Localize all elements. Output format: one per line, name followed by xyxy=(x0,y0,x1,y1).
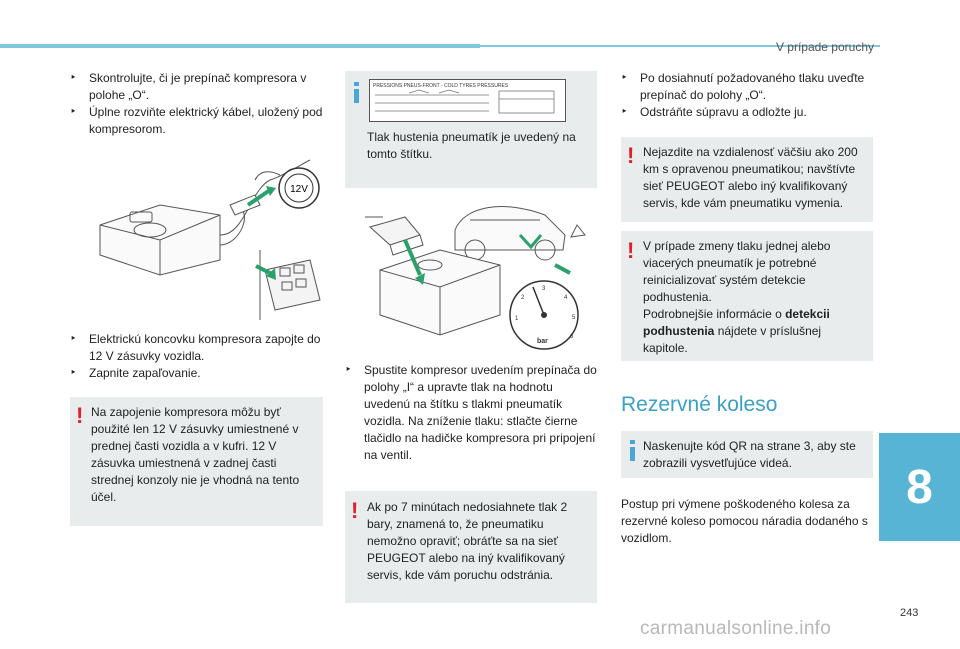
warning-box: ! Nejazdite na vzdialenosť väčšiu ako 20… xyxy=(621,137,873,222)
header-accent-bar xyxy=(0,44,480,48)
info-icon xyxy=(354,82,359,103)
body-paragraph: Postup pri výmene poškodeného kolesa za … xyxy=(621,497,868,545)
instruction-item: Spustite kompresor uvedením prepínača do… xyxy=(345,362,597,464)
section-title: V prípade poruchy xyxy=(775,40,874,54)
warning-text: Nejazdite na vzdialenosť väčšiu ako 200 … xyxy=(643,145,858,210)
instruction-item: Elektrickú koncovku kompresora zapojte d… xyxy=(70,331,325,365)
instruction-item: Úplne rozviňte elektrický kábel, uložený… xyxy=(70,104,325,138)
warning-text: Na zapojenie kompresora môžu byť použité… xyxy=(91,405,300,504)
watermark: carmanualsonline.info xyxy=(640,618,832,639)
svg-text:3: 3 xyxy=(542,286,546,292)
gauge-unit: bar xyxy=(537,338,548,345)
reference-topic: detekcii podhustenia xyxy=(643,307,830,338)
section-heading: Rezervné koleso xyxy=(621,393,778,416)
instruction-item: Odstráňte súpravu a odložte ju. xyxy=(621,104,873,121)
svg-text:6: 6 xyxy=(570,334,574,340)
instruction-item: Zapnite zapaľovanie. xyxy=(70,365,325,382)
svg-text:4: 4 xyxy=(564,295,568,301)
instruction-list-mid: Elektrickú koncovku kompresora zapojte d… xyxy=(70,331,325,382)
info-icon xyxy=(630,440,635,461)
warning-icon: ! xyxy=(351,498,359,523)
info-box-label: PRESSIONS PNEUS-FRONT - COLD TYRES PRESS… xyxy=(345,71,597,188)
warning-icon: ! xyxy=(76,403,84,428)
label-caption: PRESSIONS PNEUS-FRONT - COLD TYRES PRESS… xyxy=(373,83,509,89)
compressor-illustration: 12V xyxy=(99,159,321,320)
tyre-pressure-label-image: PRESSIONS PNEUS-FRONT - COLD TYRES PRESS… xyxy=(369,79,566,122)
warning-body: V prípade zmeny tlaku jednej alebo viace… xyxy=(643,239,831,304)
warning-icon: ! xyxy=(627,238,635,263)
info-text: Tlak hustenia pneumatík je uvedený na to… xyxy=(367,130,576,161)
warning-text: Ak po 7 minútach nedosiahnete tlak 2 bar… xyxy=(367,500,568,582)
warning-box: ! Na zapojenie kompresora môžu byť použi… xyxy=(70,397,323,526)
reference-prefix: Podrobnejšie informácie o xyxy=(643,307,782,321)
header-rule xyxy=(480,45,880,47)
warning-text: V prípade zmeny tlaku jednej alebo viace… xyxy=(643,238,868,357)
socket-label: 12V xyxy=(290,184,308,195)
reference-suffix: nájdete v príslušnej kapitole. xyxy=(643,324,822,355)
instruction-list-col3: Po dosiahnutí požadovaného tlaku uveďte … xyxy=(621,70,873,121)
instruction-list-col2: Spustite kompresor uvedením prepínača do… xyxy=(345,362,597,464)
svg-text:5: 5 xyxy=(572,315,576,321)
instruction-item: Skontrolujte, či je prepínač kompresora … xyxy=(70,70,325,104)
chapter-tab: 8 xyxy=(879,433,960,541)
warning-icon: ! xyxy=(627,143,635,168)
warning-box: ! V prípade zmeny tlaku jednej alebo via… xyxy=(621,231,873,361)
svg-text:1: 1 xyxy=(515,316,519,322)
svg-text:2: 2 xyxy=(521,295,525,301)
warning-reference: Podrobnejšie informácie o detekcii podhu… xyxy=(643,306,868,357)
info-text: Naskenujte kód QR na strane 3, aby ste z… xyxy=(643,439,856,470)
instruction-item: Po dosiahnutí požadovaného tlaku uveďte … xyxy=(621,70,873,104)
warning-box: ! Ak po 7 minútach nedosiahnete tlak 2 b… xyxy=(345,491,597,603)
inflation-illustration: 1 2 3 4 5 6 bar xyxy=(365,206,586,350)
info-box: Naskenujte kód QR na strane 3, aby ste z… xyxy=(621,431,873,478)
instruction-list-top: Skontrolujte, či je prepínač kompresora … xyxy=(70,70,325,138)
page-number: 243 xyxy=(900,607,919,619)
